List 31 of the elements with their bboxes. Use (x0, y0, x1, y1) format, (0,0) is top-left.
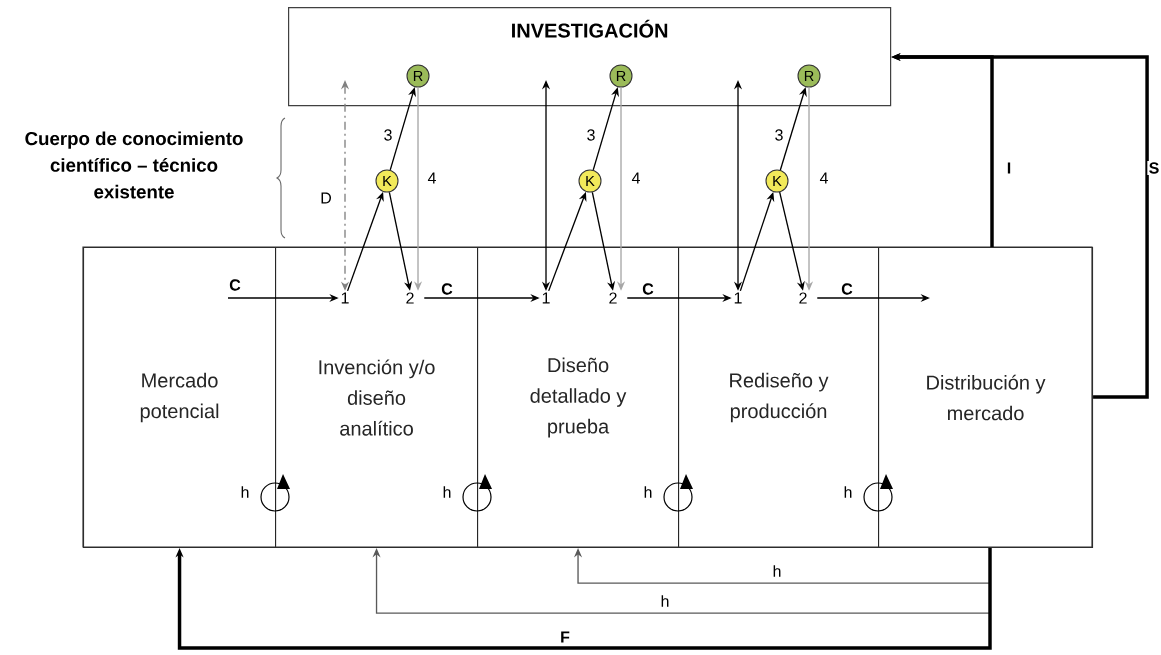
loop-label: h (844, 486, 852, 498)
loop-label: h (443, 486, 451, 498)
edge-label: 4 (630, 171, 642, 185)
edge-label: F (558, 630, 572, 644)
edge-label: 4 (818, 171, 830, 185)
loop-label: h (644, 486, 652, 498)
edge-label: D (318, 191, 334, 205)
loop-label: h (241, 486, 249, 498)
edge-label: C (640, 282, 656, 296)
arrow (372, 547, 991, 614)
edge-label: 4 (426, 171, 438, 185)
edge-label: h (659, 593, 671, 609)
point-number: 2 (609, 292, 617, 304)
edge-label: 3 (773, 128, 785, 142)
edge-label: C (439, 282, 455, 296)
edge-label: C (839, 282, 855, 296)
arrow (779, 87, 807, 171)
point-number: 1 (341, 292, 349, 304)
edge-label: S (1147, 161, 1161, 175)
arrow (175, 548, 992, 650)
point-number: 2 (799, 292, 807, 304)
point-number: 1 (542, 292, 550, 304)
edge-label: 3 (382, 128, 394, 142)
edge-label: h (771, 563, 783, 579)
edge-label: 3 (585, 128, 597, 142)
edge-label: I (1005, 161, 1013, 175)
point-number: 1 (734, 292, 742, 304)
annotation-text: Cuerpo de conocimiento científico – técnico existente (25, 131, 243, 199)
edge-label: C (227, 278, 243, 292)
arrow (573, 547, 991, 584)
point-number: 2 (406, 292, 414, 304)
